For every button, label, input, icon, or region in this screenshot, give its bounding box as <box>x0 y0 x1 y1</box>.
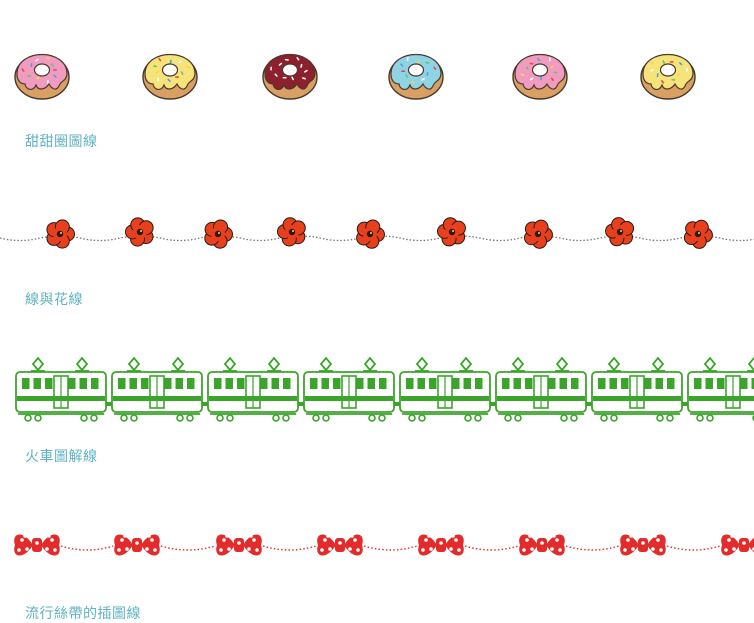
flower-icon <box>47 220 75 248</box>
train-row <box>0 354 754 424</box>
ribbon-bow-icon <box>216 534 262 555</box>
flower-line-caption[interactable]: 線與花線 <box>25 289 83 309</box>
ribbon-bow-icon <box>317 534 363 555</box>
ribbon-bow-icon <box>721 534 754 555</box>
flower-icon <box>205 220 233 248</box>
donut-line-illustration[interactable] <box>0 40 754 108</box>
ribbon-bow-icon <box>114 534 160 555</box>
ribbon-line-section: 流行絲帶的插圖線 <box>0 500 754 622</box>
flower-line-illustration[interactable] <box>0 210 754 260</box>
train-icon <box>304 358 400 421</box>
flower-icon <box>606 218 634 246</box>
flower-row <box>0 210 754 260</box>
ribbon-bow-icon <box>519 534 565 555</box>
flower-line-section: 線與花線 <box>0 160 754 320</box>
flower-icon <box>438 218 466 246</box>
ribbon-line-illustration[interactable] <box>0 528 754 564</box>
dotted-connector <box>465 546 518 550</box>
train-line-illustration[interactable] <box>0 354 754 424</box>
dotted-connector <box>667 546 720 550</box>
ribbon-bow-icon <box>14 534 60 555</box>
flower-icon <box>278 218 306 246</box>
train-line-section: 火車圖解線 <box>0 340 754 470</box>
donut-line-section: 甜甜圈圖線 <box>0 0 754 160</box>
donut-row <box>0 40 754 108</box>
dotted-connector <box>364 546 417 550</box>
train-icon <box>16 358 112 421</box>
train-icon <box>400 358 496 421</box>
flower-icon <box>126 218 154 246</box>
train-icon <box>592 358 688 421</box>
train-icon <box>208 358 304 421</box>
ribbon-bow-icon <box>620 534 666 555</box>
ribbon-bow-icon <box>418 534 464 555</box>
donut-icon <box>143 55 197 100</box>
dotted-connector <box>61 546 113 550</box>
ribbon-row <box>0 528 754 564</box>
train-icon <box>112 358 208 421</box>
dotted-connector <box>161 546 215 550</box>
train-icon <box>496 358 592 421</box>
train-line-caption[interactable]: 火車圖解線 <box>25 446 98 466</box>
flower-icon <box>357 220 385 248</box>
donut-line-caption[interactable]: 甜甜圈圖線 <box>25 131 98 151</box>
dotted-connector <box>566 546 619 550</box>
train-icon <box>688 358 754 421</box>
ribbon-line-caption[interactable]: 流行絲帶的插圖線 <box>25 603 141 623</box>
donut-icon <box>15 55 69 100</box>
flower-icon <box>525 220 553 248</box>
donut-icon <box>389 55 443 100</box>
flower-icon <box>684 220 712 248</box>
donut-icon <box>641 55 695 100</box>
donut-icon <box>263 55 317 100</box>
dotted-connector <box>263 546 316 550</box>
donut-icon <box>513 55 567 100</box>
